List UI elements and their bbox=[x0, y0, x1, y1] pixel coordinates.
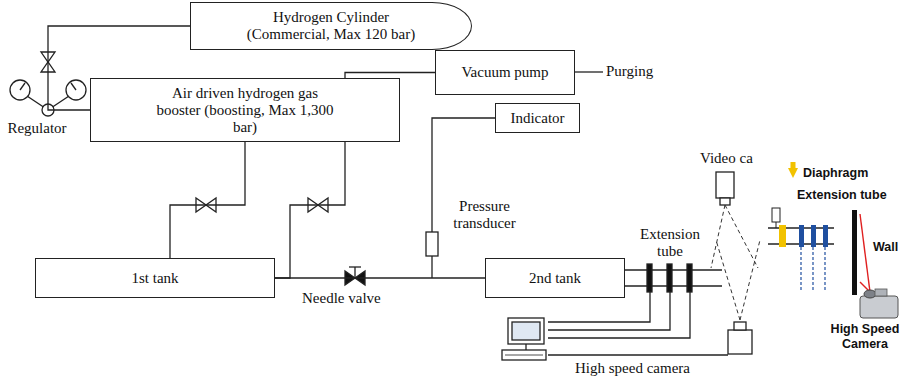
diaphragm-label: Diaphragm bbox=[803, 166, 868, 181]
box-label: Vacuum pump bbox=[461, 64, 548, 81]
box-label: Hydrogen Cylinder (Commercial, Max 120 b… bbox=[236, 9, 426, 43]
transducer-label: Pressure transducer bbox=[442, 198, 527, 232]
camera-label: High speed camera bbox=[575, 360, 690, 377]
wall-label: Wall bbox=[873, 240, 898, 255]
tube-label: Extension tube bbox=[797, 188, 887, 203]
gas-line bbox=[170, 142, 245, 258]
gas-cylinder: Hydrogen Cylinder (Commercial, Max 120 b… bbox=[190, 2, 472, 50]
purging-label: Purging bbox=[606, 63, 653, 80]
camera-label: Video ca bbox=[700, 150, 753, 167]
tube-label: Extension tube bbox=[636, 226, 704, 260]
equipment-box: 2nd tank bbox=[485, 258, 625, 298]
equipment-box: Vacuum pump bbox=[435, 50, 575, 95]
equipment-box: Air driven hydrogen gas booster (boostin… bbox=[90, 78, 400, 142]
gas-line bbox=[275, 277, 485, 278]
box-label: Air driven hydrogen gas booster (boostin… bbox=[155, 85, 335, 136]
equipment-box: 1st tank bbox=[35, 258, 275, 298]
regulator-label: Regulator bbox=[2, 120, 72, 137]
equipment-box: Indicator bbox=[495, 103, 580, 133]
camera-label: High Speed Camera bbox=[828, 322, 902, 352]
valve-label: Needle valve bbox=[302, 290, 381, 307]
box-label: 1st tank bbox=[131, 270, 178, 287]
box-label: Indicator bbox=[510, 110, 564, 127]
box-label: 2nd tank bbox=[529, 270, 581, 287]
